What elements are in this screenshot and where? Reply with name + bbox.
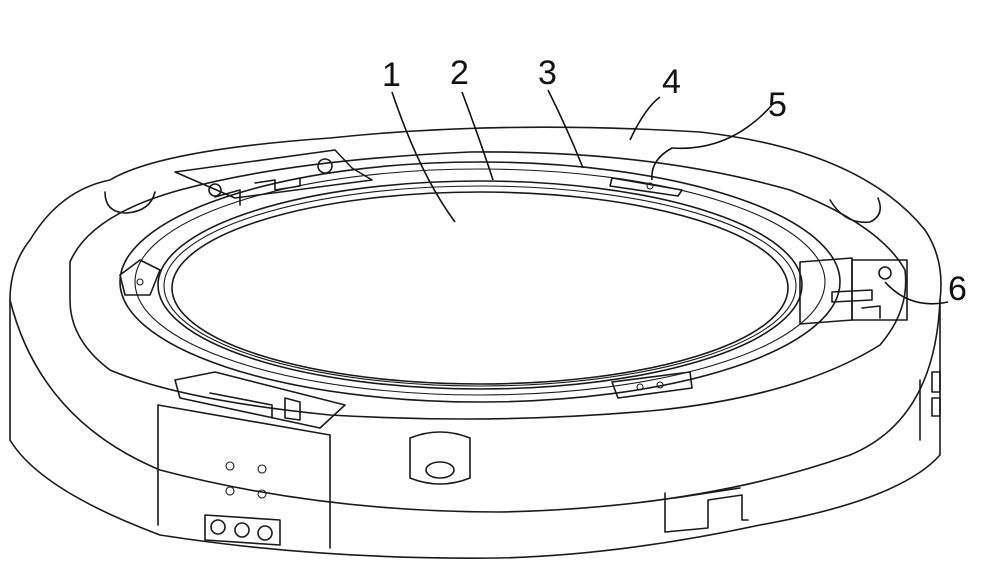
inner-recess xyxy=(70,152,906,419)
callout-3: 3 xyxy=(538,54,557,92)
callout-4: 4 xyxy=(662,63,681,101)
leader-6 xyxy=(885,282,948,304)
leader-4 xyxy=(630,97,660,140)
leader-lines xyxy=(392,90,948,304)
leader-3 xyxy=(548,90,583,168)
leader-5 xyxy=(652,105,772,180)
callout-1: 1 xyxy=(382,56,401,94)
callout-2: 2 xyxy=(450,54,469,92)
leader-2 xyxy=(462,92,493,180)
leader-1 xyxy=(392,92,455,222)
callout-6: 6 xyxy=(948,270,967,308)
callout-5: 5 xyxy=(768,86,787,124)
